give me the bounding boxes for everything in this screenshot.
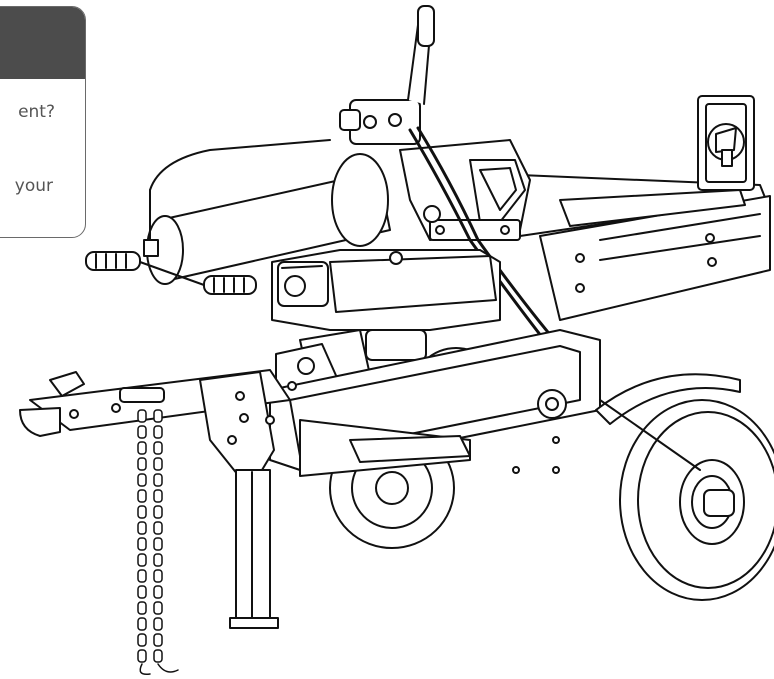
splitter-beam (520, 175, 770, 320)
safety-chain-right (154, 410, 178, 672)
handle-left (86, 252, 140, 270)
info-card-header (0, 7, 85, 79)
chassis-frame (270, 330, 600, 476)
control-valve (340, 6, 434, 144)
handle-right (140, 262, 256, 294)
push-block (400, 140, 530, 240)
info-card-text-line-2: your (14, 176, 53, 196)
front-wheel (600, 400, 774, 600)
info-card: ent? your (0, 6, 86, 238)
fender (596, 374, 740, 424)
safety-chain-left (138, 410, 150, 674)
info-card-body: ent? your (0, 79, 85, 199)
stand-leg (230, 470, 278, 628)
info-card-text-line-1: ent? (18, 102, 55, 122)
hydraulic-cylinder (144, 140, 390, 284)
tow-tongue (20, 370, 296, 490)
end-plate (698, 96, 754, 190)
